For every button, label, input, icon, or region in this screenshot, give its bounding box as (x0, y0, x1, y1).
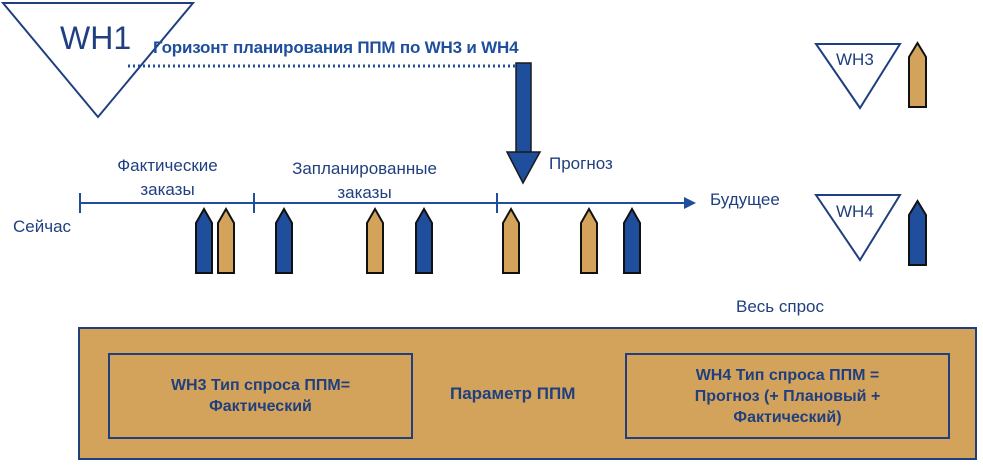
down-arrow-icon (505, 62, 542, 185)
now-label: Сейчас (13, 217, 72, 236)
wh4-demand-type-line2: Прогноз (+ Плановый + (694, 387, 881, 405)
parameter-box: WH3 Тип спроса ППМ= Фактический Параметр… (78, 327, 977, 460)
wh3-triangle-icon (814, 43, 902, 110)
timeline-arrow-icon (79, 193, 696, 213)
segment-actual-orders: Фактические заказы (100, 154, 235, 202)
wh1-triangle-icon (0, 2, 196, 119)
segment-actual-line1: Фактические (117, 156, 218, 175)
future-label: Будущее (710, 190, 780, 209)
wh4-label: WH4 (836, 202, 874, 221)
wh1-label: WH1 (60, 20, 132, 56)
demand-marker-icon (908, 199, 927, 266)
demand-marker-icon (580, 206, 598, 274)
wh3-demand-type-box: WH3 Тип спроса ППМ= Фактический (108, 353, 413, 439)
demand-marker-icon (623, 206, 641, 274)
wh3-demand-type-line2: Фактический (209, 398, 312, 415)
demand-marker-icon (195, 206, 213, 274)
wh3-label: WH3 (836, 50, 874, 69)
demand-marker-icon (415, 206, 433, 274)
demand-markers (195, 41, 927, 274)
wh4-demand-type-line1: WH4 Тип спроса ППМ = (695, 366, 880, 384)
segment-planned-orders: Запланированные заказы (272, 157, 457, 205)
demand-marker-icon (217, 206, 235, 274)
parameter-center-label: Параметр ППМ (450, 384, 576, 403)
wh4-triangle-icon (814, 194, 902, 262)
segment-planned-line1: Запланированные (292, 159, 437, 178)
demand-marker-icon (502, 206, 520, 274)
all-demand-label: Весь спрос (736, 297, 824, 316)
horizon-label: Горизонт планирования ППМ по WH3 и WH4 (153, 38, 519, 57)
segment-forecast: Прогноз (549, 154, 613, 173)
demand-marker-icon (275, 206, 293, 274)
wh3-demand-type-line1: WH3 Тип спроса ППМ= (170, 377, 351, 394)
demand-marker-icon (908, 41, 927, 108)
wh4-demand-type-line3: Фактический) (733, 408, 842, 426)
wh4-demand-type-box: WH4 Тип спроса ППМ = Прогноз (+ Плановый… (625, 353, 950, 439)
demand-marker-icon (366, 206, 384, 274)
segment-planned-line2: заказы (337, 183, 392, 202)
segment-actual-line2: заказы (140, 180, 195, 199)
